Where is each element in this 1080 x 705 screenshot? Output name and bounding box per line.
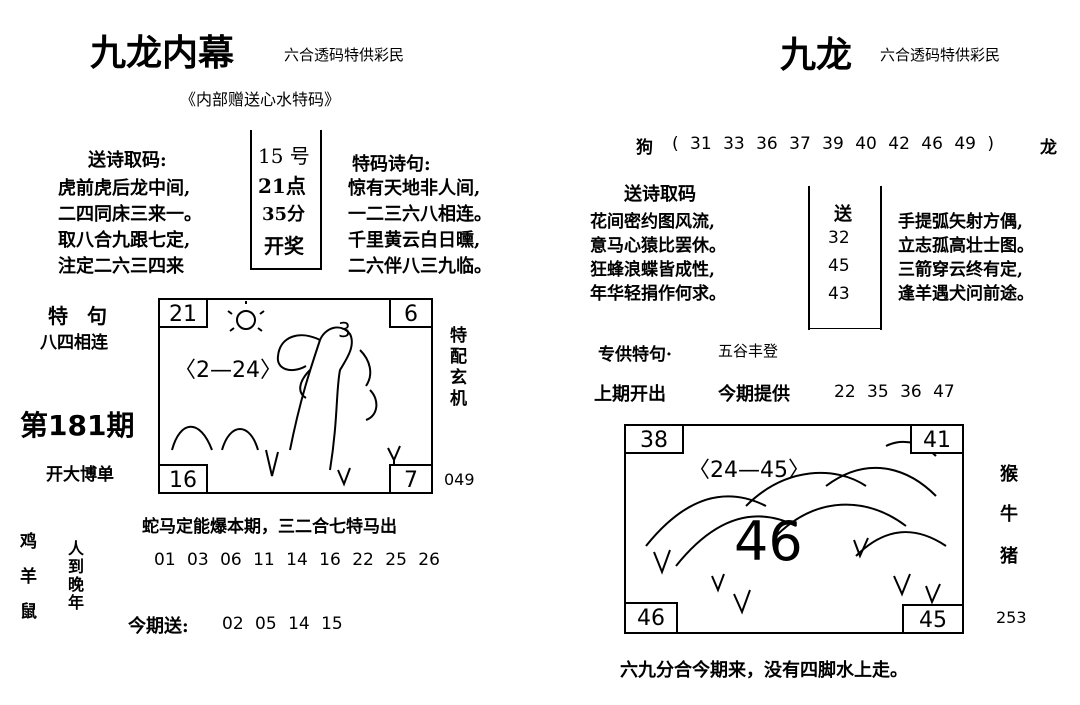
poem-line: 虎前虎后龙中间, (58, 178, 191, 199)
left-mark: 3 (338, 318, 351, 342)
dog-numbers: ( 31 33 36 37 39 40 42 46 49 ) (672, 134, 994, 154)
draw-label: 开奖 (264, 234, 304, 258)
zodiac-column: 鸡羊鼠 (16, 532, 36, 637)
left-subtitle: 六合透码特供彩民 (284, 46, 405, 64)
phrase-title: 特 句 (48, 304, 113, 328)
right-subtitle: 六合透码特供彩民 (880, 46, 1001, 64)
poem-line: 惊有天地非人间, (348, 178, 481, 199)
poem-line: 年华轻捐作何求。 (590, 284, 726, 304)
corner-top-left: 38 (624, 424, 684, 454)
right-poem: 花间密约图风流, 意马心猿比罢休。 狂蜂浪蝶皆成性, 年华轻捐作何求。 (590, 210, 726, 306)
left-title: 九龙内幕 (90, 32, 235, 74)
send-box-label: 送 (834, 204, 852, 225)
corner-bottom-left: 46 (624, 602, 678, 634)
right-title: 九龙 (780, 34, 853, 76)
left-numbers: 01 03 06 11 14 16 22 25 26 (154, 550, 440, 570)
left-handwriting: 〈2—24〉 (174, 358, 282, 383)
send-box-bottom-rule (808, 328, 882, 329)
send-value: 45 (828, 256, 850, 276)
poem-line: 花间密约图风流, (590, 212, 715, 232)
draw-minute: 35分 (262, 204, 306, 225)
poem-line: 一二三六八相连。 (348, 204, 492, 225)
send-value: 43 (828, 284, 850, 304)
left-side-number: 049 (444, 470, 475, 489)
poem-line: 狂蜂浪蝶皆成性, (590, 260, 715, 280)
corner-bottom-right: 45 (902, 604, 964, 634)
zodiac-item: 猴 (1000, 464, 1018, 485)
right-bottom-line: 六九分合今期来，没有四脚水上走。 (620, 660, 908, 681)
send-label: 今期送: (128, 616, 189, 637)
poem-line: 三箭穿云终有定, (898, 260, 1023, 280)
issue-number: 第181期 (20, 409, 135, 442)
zodiac-item: 牛 (1000, 504, 1018, 525)
right-image-box: 〈24—45〉 46 38 41 46 45 (624, 424, 964, 634)
right-handwriting: 〈24—45〉 (688, 458, 810, 483)
corner-top-left: 21 (158, 298, 208, 328)
corner-bottom-right: 7 (389, 464, 433, 494)
prev-label: 上期开出 (594, 384, 666, 405)
right-big-number: 46 (734, 510, 803, 573)
right-poem-heading: 送诗取码 (624, 184, 696, 205)
phrase-text: 八四相连 (40, 333, 108, 353)
send-box: 送 32 45 43 (808, 186, 882, 330)
side-label: 特配玄机 (446, 326, 466, 410)
poem-line: 注定二六三四来 (58, 256, 184, 277)
poem-line: 手提弧矢射方偶, (898, 212, 1023, 232)
left-note: 《内部赠送心水特码》 (180, 90, 341, 109)
special-phrase-label: 专供特句· (598, 345, 672, 365)
poem-line: 立志孤高壮士图。 (898, 236, 1034, 256)
corner-top-right: 6 (389, 298, 433, 328)
left-banner: 蛇马定能爆本期，三二合七特马出 (142, 517, 397, 537)
poem-line: 取八合九跟七定, (58, 230, 191, 251)
left-poem-heading: 送诗取码: (88, 150, 167, 171)
left-special-poem: 惊有天地非人间, 一二三六八相连。 千里黄云白日曛, 二六伴八三九临。 (348, 176, 492, 280)
poem-line: 逢羊遇犬问前途。 (898, 284, 1034, 304)
draw-number: 15 号 (258, 144, 310, 168)
right-special-poem: 手提弧矢射方偶, 立志孤高壮士图。 三箭穿云终有定, 逢羊遇犬问前途。 (898, 210, 1034, 306)
draw-time-box: 15 号 21点 35分 开奖 (250, 130, 322, 270)
offer-label: 今期提供 (718, 384, 790, 405)
dog-left: 狗 (636, 138, 653, 158)
send-numbers: 02 05 14 15 (222, 614, 343, 634)
left-poem: 虎前虎后龙中间, 二四同床三来一。 取八合九跟七定, 注定二六三四来 (58, 176, 202, 280)
poem-line: 二四同床三来一。 (58, 204, 202, 225)
send-value: 32 (828, 228, 850, 248)
left-image-box: 〈2—24〉 3 21 6 16 7 (158, 298, 433, 494)
right-side-number: 253 (996, 608, 1027, 627)
corner-top-right: 41 (910, 424, 964, 454)
zodiac-item: 猪 (1000, 546, 1018, 567)
night-column: 人到晚年 (65, 540, 84, 612)
corner-bottom-left: 16 (158, 464, 208, 494)
left-sketch (171, 301, 401, 487)
poem-line: 二六伴八三九临。 (348, 256, 492, 277)
offer-numbers: 22 35 36 47 (834, 382, 955, 402)
dog-right: 龙 (1040, 138, 1057, 158)
poem-line: 千里黄云白日曛, (348, 230, 481, 251)
left-special-heading: 特码诗句: (352, 154, 431, 175)
big-bet: 开大博单 (46, 465, 114, 485)
special-phrase: 五谷丰登 (718, 342, 779, 360)
draw-hour: 21点 (258, 174, 306, 198)
poem-line: 意马心猿比罢休。 (590, 236, 726, 256)
